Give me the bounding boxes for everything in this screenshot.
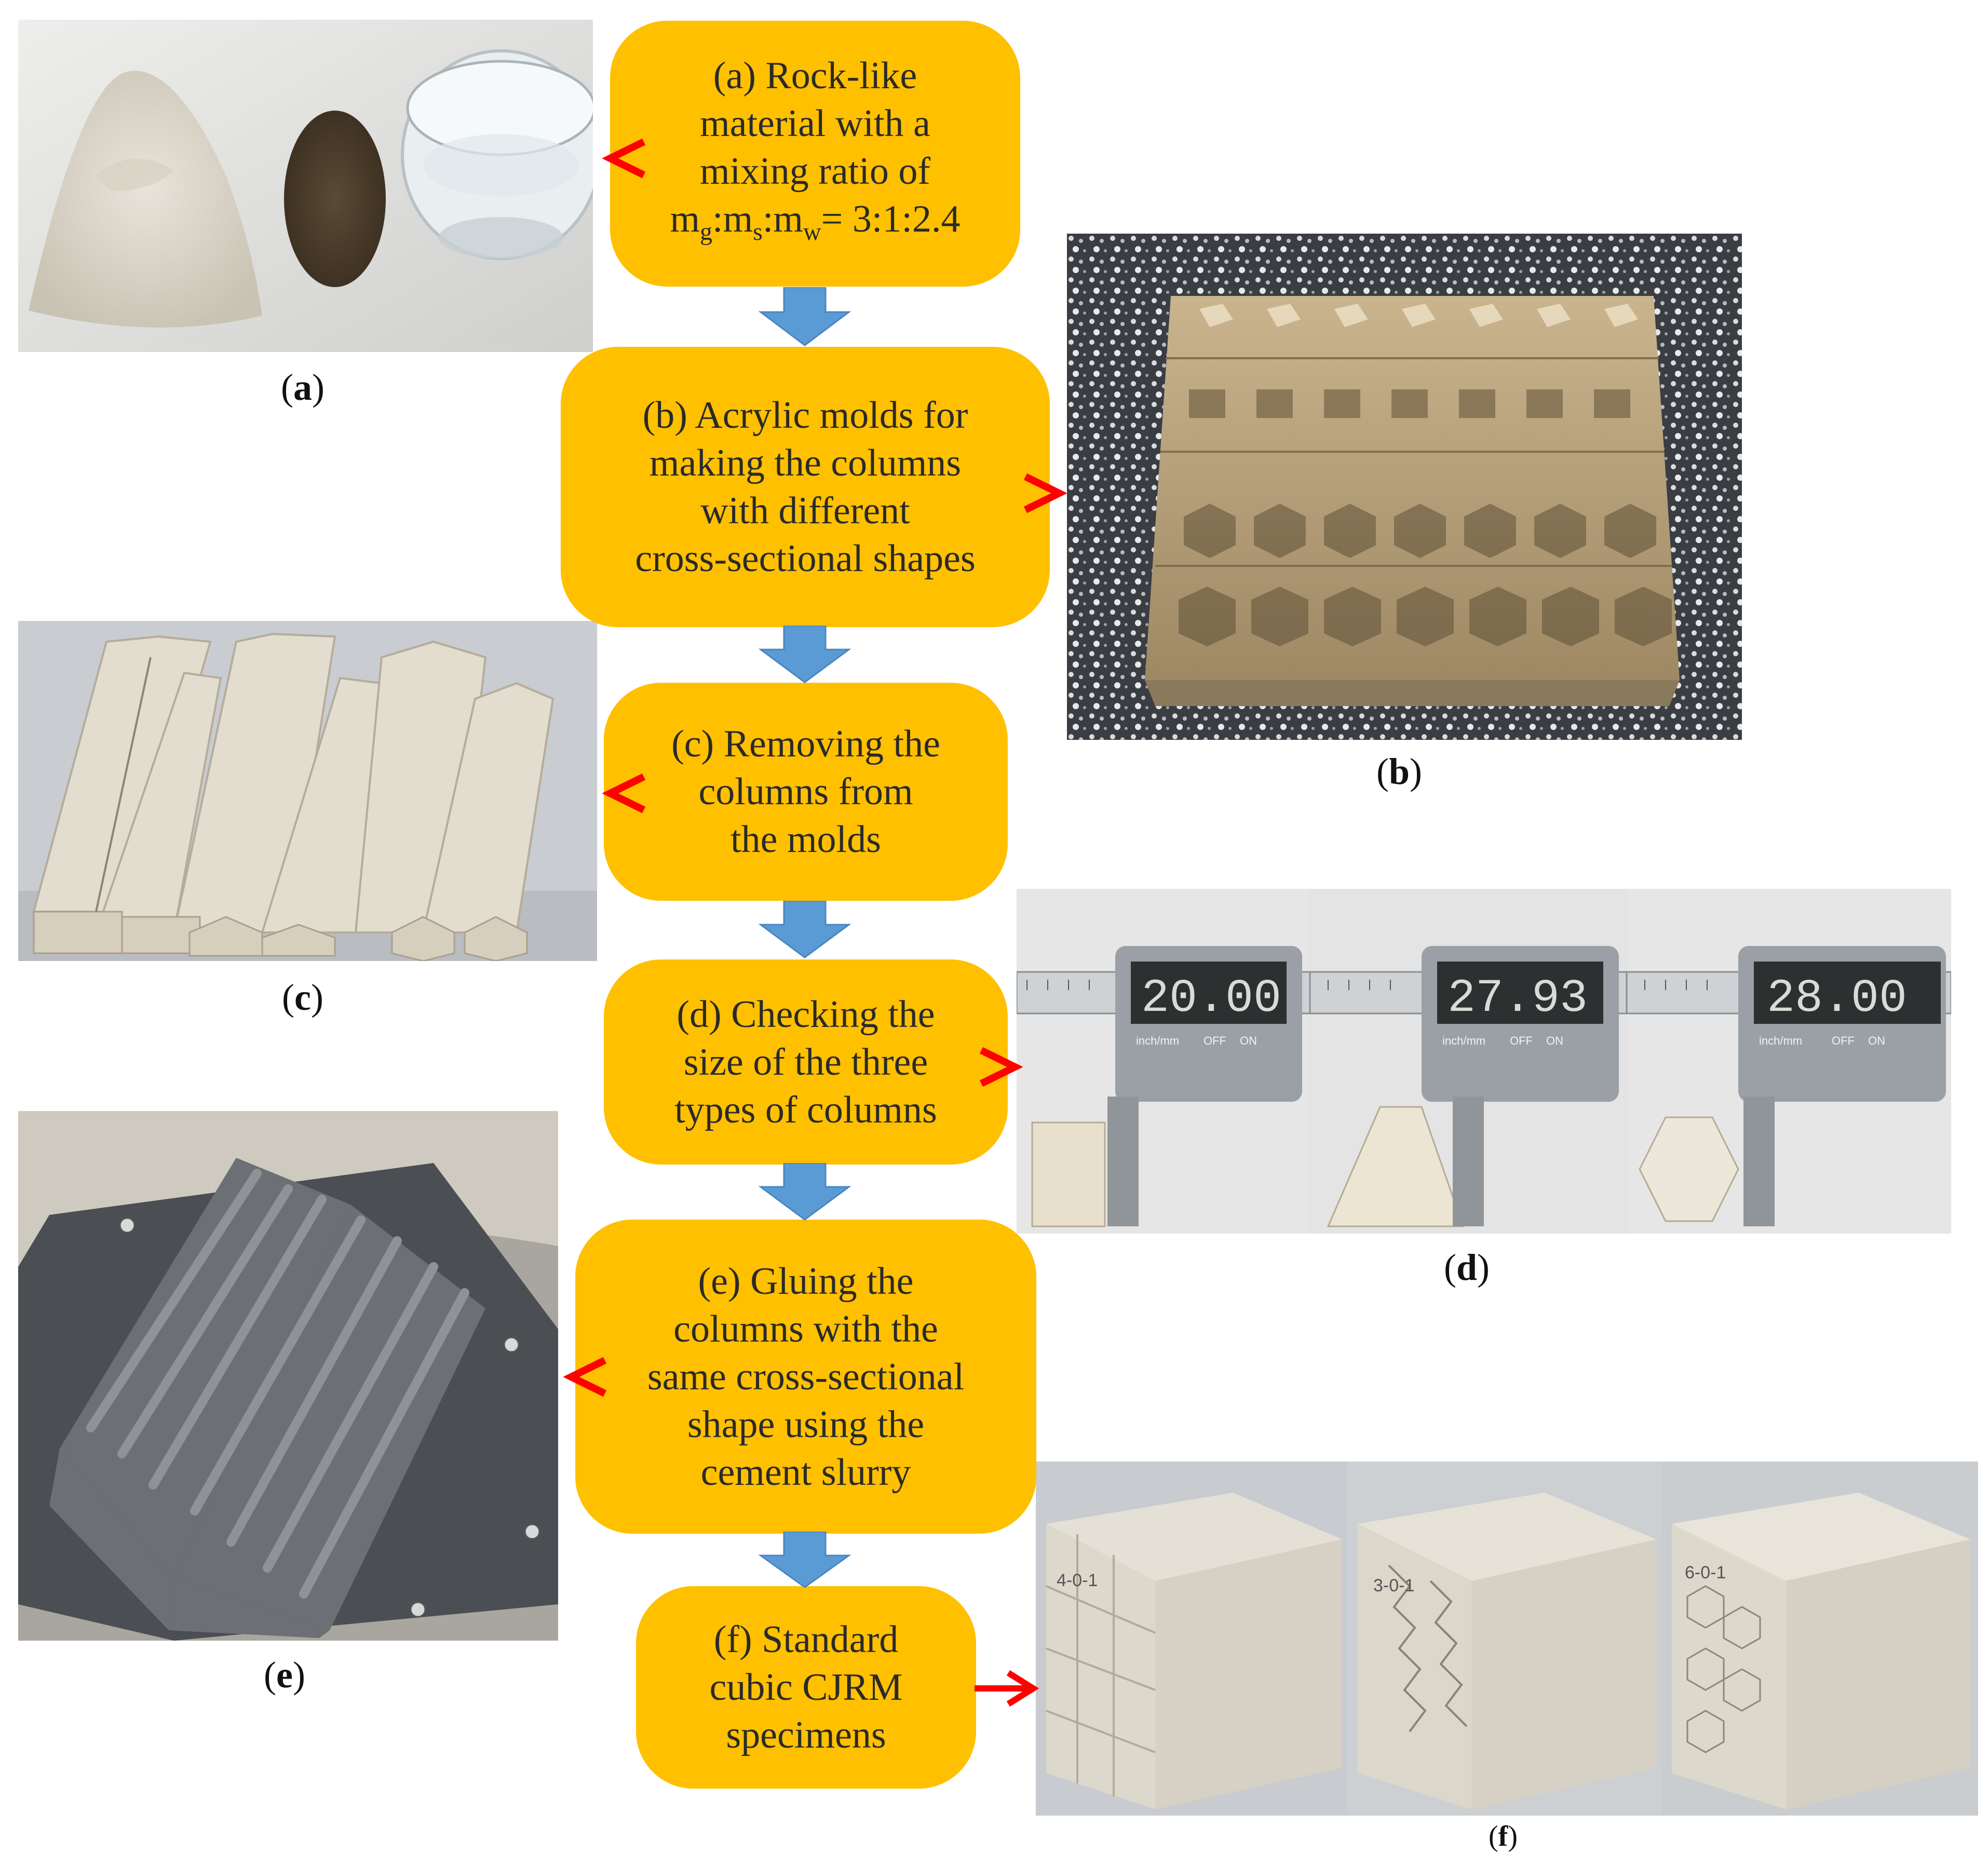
down-arrow-icon bbox=[758, 1163, 851, 1221]
cube-square: 4-0-1 bbox=[1036, 1462, 1347, 1816]
pointer-right-icon bbox=[1023, 473, 1067, 513]
step-e-text: (e) Gluing the columns with the same cro… bbox=[647, 1260, 965, 1494]
step-a-text: (a) Rock-like material with a mixing rat… bbox=[700, 54, 930, 193]
step-f-specimens: (f) Standard cubic CJRM specimens bbox=[636, 1586, 976, 1789]
down-arrow-icon bbox=[758, 1532, 851, 1588]
step-e-gluing: (e) Gluing the columns with the same cro… bbox=[575, 1220, 1036, 1534]
caption-f: (f) bbox=[1489, 1820, 1518, 1852]
step-a-materials: (a) Rock-like material with a mixing rat… bbox=[610, 21, 1020, 287]
step-c-removing: (c) Removing the columns from the molds bbox=[604, 683, 1008, 901]
down-arrow-icon bbox=[758, 287, 851, 346]
caption-b: (b) bbox=[1376, 751, 1422, 792]
pointer-left-icon bbox=[602, 138, 646, 179]
pointer-right-icon bbox=[979, 1047, 1023, 1087]
caption-d: (d) bbox=[1443, 1247, 1490, 1288]
step-f-text: (f) Standard cubic CJRM specimens bbox=[709, 1618, 903, 1756]
down-arrow-icon bbox=[758, 901, 851, 958]
step-b-text: (b) Acrylic molds for making the columns… bbox=[635, 394, 976, 580]
caption-a: (a) bbox=[281, 367, 324, 408]
pointer-right-arrow-icon bbox=[975, 1670, 1039, 1707]
step-c-text: (c) Removing the columns from the molds bbox=[671, 723, 940, 861]
photo-c-columns bbox=[18, 621, 597, 961]
photo-f-cjrm-specimens: 4-0-1 3-0-1 6-0-1 bbox=[1036, 1462, 1978, 1816]
unit-label-3: inch/mm bbox=[1759, 1034, 1802, 1047]
specimen-mark-3: 6-0-1 bbox=[1685, 1563, 1726, 1583]
specimen-mark-2: 3-0-1 bbox=[1373, 1576, 1414, 1595]
photo-e-glued-block bbox=[18, 1111, 558, 1641]
caliper-reading-2: 27.93 bbox=[1448, 972, 1588, 1025]
unit-label-1: inch/mm bbox=[1136, 1034, 1179, 1047]
cube-pentagon: 3-0-1 bbox=[1347, 1462, 1661, 1816]
caliper-panel-2 bbox=[1309, 889, 1628, 1234]
caption-e: (e) bbox=[264, 1654, 305, 1696]
on-label-3: ON bbox=[1868, 1034, 1885, 1047]
photo-b-acrylic-molds bbox=[1067, 234, 1742, 740]
unit-label-2: inch/mm bbox=[1442, 1034, 1485, 1047]
pointer-left-icon bbox=[563, 1357, 607, 1397]
caliper-reading-3: 28.00 bbox=[1767, 972, 1907, 1025]
on-label-2: ON bbox=[1546, 1034, 1563, 1047]
on-label-1: ON bbox=[1240, 1034, 1257, 1047]
caption-c: (c) bbox=[282, 977, 323, 1018]
down-arrow-icon bbox=[758, 626, 851, 683]
off-label-3: OFF bbox=[1832, 1034, 1855, 1047]
caliper-panel-1 bbox=[1017, 889, 1311, 1234]
cube-hexagon: 6-0-1 bbox=[1661, 1462, 1978, 1816]
photo-d-caliper-checks: 20.00 27.93 28.00 inch/mm OFF ON inch/mm… bbox=[1017, 889, 1951, 1234]
caliper-panel-3 bbox=[1626, 889, 1951, 1234]
step-a-formula: mg:ms:mw= 3:1:2.4 bbox=[670, 197, 961, 246]
step-d-checking: (d) Checking the size of the three types… bbox=[604, 959, 1008, 1165]
off-label-2: OFF bbox=[1510, 1034, 1533, 1047]
caliper-reading-1: 20.00 bbox=[1141, 972, 1281, 1025]
step-d-text: (d) Checking the size of the three types… bbox=[674, 993, 937, 1131]
photo-a-materials bbox=[18, 20, 593, 352]
off-label-1: OFF bbox=[1203, 1034, 1226, 1047]
step-b-molds: (b) Acrylic molds for making the columns… bbox=[561, 347, 1050, 627]
pointer-left-icon bbox=[602, 773, 646, 814]
specimen-mark-1: 4-0-1 bbox=[1057, 1571, 1098, 1590]
